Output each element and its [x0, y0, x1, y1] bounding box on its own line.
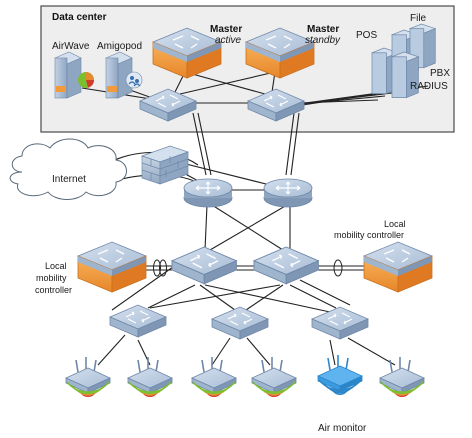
core-switch-left [171, 246, 238, 285]
access-switch-1 [109, 304, 167, 338]
file-label: File [410, 13, 427, 24]
local-controller-right-label-2: mobility controller [334, 230, 404, 240]
lag-left-2 [159, 259, 167, 277]
access-switch-2 [211, 306, 269, 340]
core-switch-right [253, 246, 320, 285]
local-controller-right [363, 241, 433, 293]
local-controller-left-label-2: mobility [36, 273, 67, 283]
master-active-label: Master [210, 24, 242, 35]
local-controller-left-label-1: Local [45, 261, 67, 271]
core-router-right [263, 178, 313, 208]
local-controller-right-label-1: Local [384, 219, 406, 229]
airwave-label: AirWave [52, 41, 90, 52]
local-controller-left-label-3: controller [35, 285, 72, 295]
internet-label: Internet [52, 174, 86, 185]
lag-right [333, 259, 343, 277]
master-standby-label: Master [307, 24, 339, 35]
radius-label: RADIUS [410, 81, 448, 92]
lag-left-1 [153, 259, 161, 277]
access-switch-3 [311, 306, 369, 340]
airwave-server [54, 51, 82, 99]
internet-cloud [9, 138, 127, 200]
master-active-sub: active [215, 35, 242, 46]
data-center-title: Data center [52, 12, 107, 23]
local-controller-left [77, 241, 147, 293]
amigopod-server [105, 51, 133, 99]
airwave-chart-icon [78, 72, 94, 88]
core-router-left [183, 178, 233, 208]
air-monitor-label: Air monitor [318, 423, 367, 434]
amigopod-label: Amigopod [97, 41, 142, 52]
pbx-label: PBX [430, 68, 450, 79]
pos-label: POS [356, 30, 377, 41]
firewall [140, 145, 190, 185]
guest-users-icon [125, 71, 143, 89]
master-standby-sub: standby [305, 35, 341, 46]
